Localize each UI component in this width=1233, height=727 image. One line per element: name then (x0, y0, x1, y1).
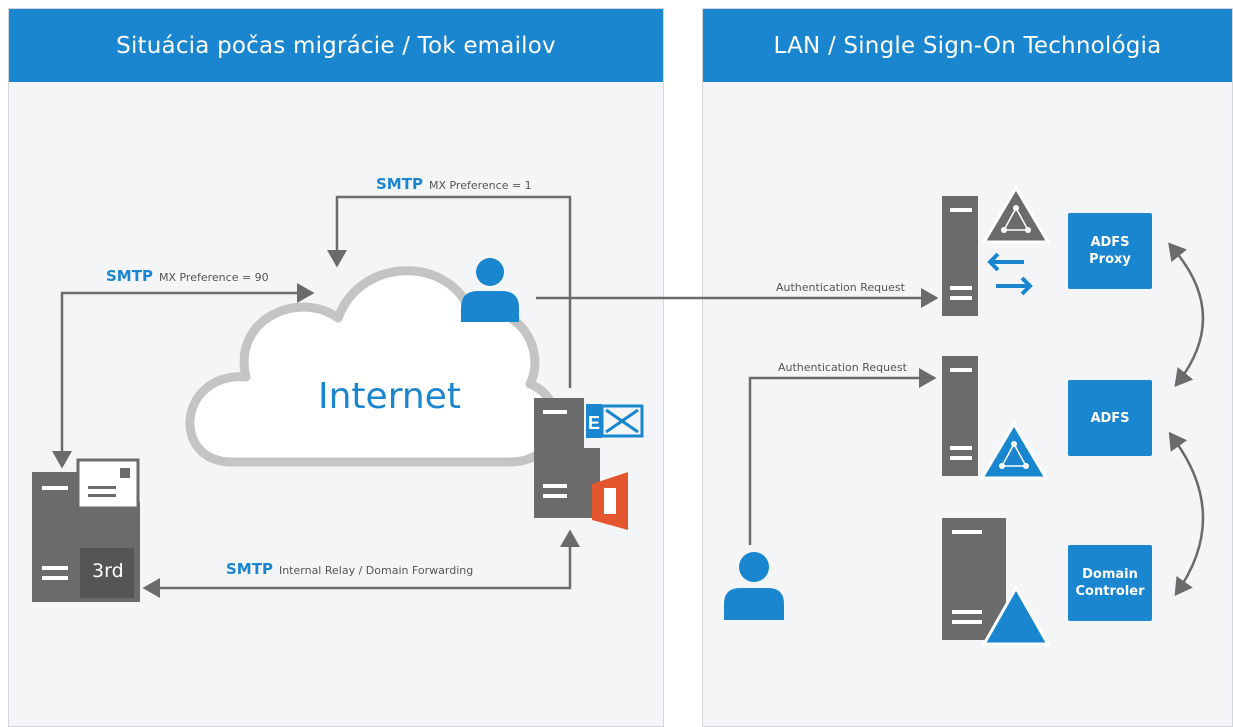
auth-internal-line (748, 368, 937, 545)
user-icon (461, 258, 519, 322)
relay-detail: Internal Relay / Domain Forwarding (278, 564, 474, 577)
domain-triangle-icon (981, 584, 1051, 646)
auth-internal-label: Authentication Request (778, 361, 907, 374)
mx90-protocol: SMTP (106, 267, 153, 285)
mx90-label: SMTP MX Preference = 90 (106, 267, 269, 285)
mx1-protocol: SMTP (376, 175, 423, 193)
auth-external-label: Authentication Request (776, 281, 905, 294)
adfs-triangle-icon (981, 185, 1051, 244)
mx90-detail: MX Preference = 90 (158, 271, 269, 284)
server-icon (942, 196, 978, 316)
mx1-flow-line (327, 195, 572, 388)
third-party-label: 3rd (92, 560, 124, 582)
server-icon (534, 398, 600, 518)
relay-label: SMTP Internal Relay / Domain Forwarding (226, 560, 473, 578)
sync-arrow-proxy-adfs (1168, 242, 1205, 387)
sync-arrow-adfs-dc (1168, 431, 1205, 597)
user-icon (724, 552, 784, 620)
server-icon (942, 356, 978, 476)
domain-controller-box: Domain Controler (1068, 545, 1152, 621)
right-panel-title: LAN / Single Sign-On Technológia (703, 9, 1232, 82)
mx1-detail: MX Preference = 1 (428, 179, 532, 192)
mail-icon (76, 458, 140, 510)
exchange-icon: E (586, 404, 644, 438)
office-icon (592, 472, 628, 530)
adfs-triangle-icon (979, 421, 1049, 480)
adfs-box: ADFS (1068, 380, 1152, 456)
arrows-icon (987, 252, 1033, 296)
internet-label: Internet (318, 376, 461, 417)
svg-text:E: E (588, 413, 600, 433)
adfs-proxy-box: ADFS Proxy (1068, 213, 1152, 289)
mx90-flow-line (52, 283, 315, 469)
relay-flow-line (142, 529, 580, 598)
relay-protocol: SMTP (226, 560, 273, 578)
server-icon (942, 518, 1006, 640)
mx1-label: SMTP MX Preference = 1 (376, 175, 532, 193)
left-panel-title: Situácia počas migrácie / Tok emailov (9, 9, 663, 82)
